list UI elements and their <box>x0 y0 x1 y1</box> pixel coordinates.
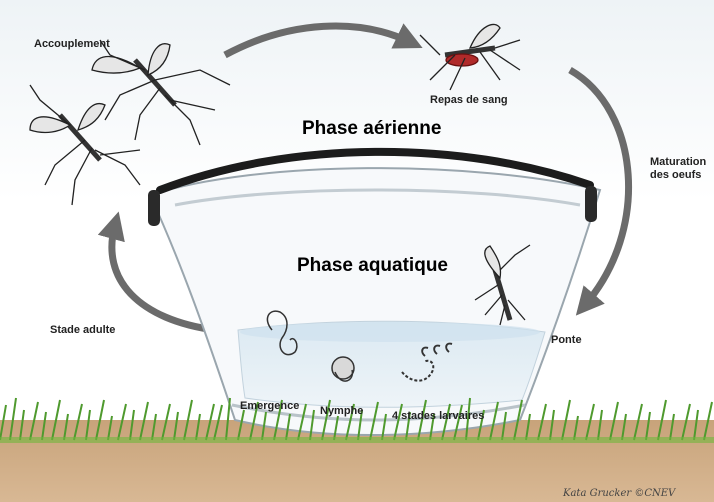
laying-label: Ponte <box>551 334 582 346</box>
emergence-label: Emergence <box>240 400 299 412</box>
credit-signature: Kata Grucker ©CNEV <box>563 488 675 499</box>
egg-maturation-line1: Maturation <box>650 156 706 169</box>
mating-label: Accouplement <box>34 38 110 50</box>
blood-meal-label: Repas de sang <box>430 94 508 106</box>
grass-base <box>0 437 714 443</box>
cycle-arrow-icon <box>225 26 410 55</box>
mosquito-icon <box>420 24 520 90</box>
phase-aquatic-label: Phase aquatique <box>297 255 448 277</box>
mosquito-icon <box>92 40 230 145</box>
larvae-label: 4 stades larvaires <box>392 410 484 422</box>
mosquito-icon <box>30 85 140 205</box>
egg-maturation-line2: des oeufs <box>650 169 706 182</box>
phase-aerial-label: Phase aérienne <box>302 118 441 140</box>
pupa-label: Nymphe <box>320 405 363 417</box>
egg-maturation-label: Maturation des oeufs <box>650 156 706 182</box>
adult-stage-label: Stade adulte <box>50 324 115 336</box>
bucket-icon <box>148 152 600 435</box>
